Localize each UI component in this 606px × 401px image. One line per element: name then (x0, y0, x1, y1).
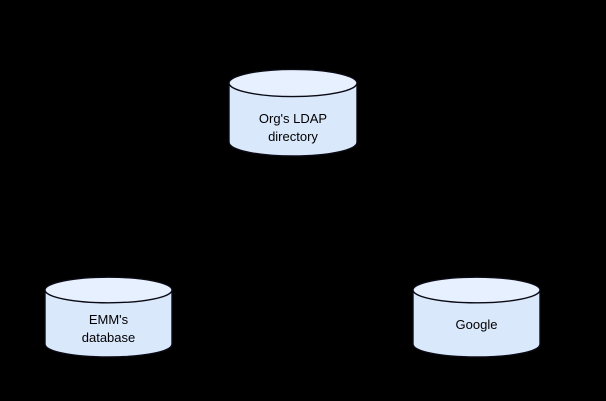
node-emm-database[interactable]: EMM's database (44, 276, 173, 358)
database-cylinder-icon (228, 68, 358, 157)
node-google[interactable]: Google (412, 276, 541, 358)
node-ldap-directory[interactable]: Org's LDAP directory (228, 68, 358, 157)
database-cylinder-icon (412, 276, 541, 358)
database-cylinder-icon (44, 276, 173, 358)
